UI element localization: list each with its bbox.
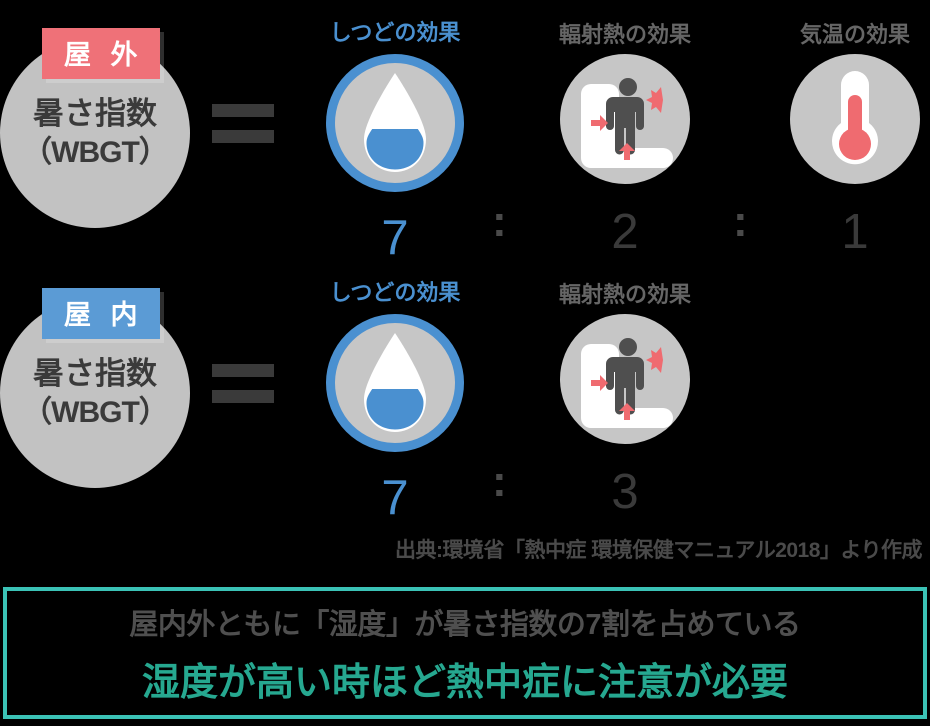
factor-radiant-outdoor: 輻射熱の効果 [540, 24, 710, 257]
factor-humidity-indoor: しつどの効果 7 [310, 282, 480, 523]
wbgt-label-line1: 暑さ指数 [33, 355, 157, 391]
factor-label: 輻射熱の効果 [558, 282, 691, 307]
water-droplet-icon [326, 54, 464, 192]
source-note: 出典:環境省「熱中症 環境保健マニュアル2018」より作成 [395, 539, 923, 562]
callout-box: 屋内外ともに「湿度」が暑さ指数の7割を占めている 湿度が高い時ほど熱中症に注意が… [3, 587, 927, 719]
callout-line-2: 湿度が高い時ほど熱中症に注意が必要 [141, 661, 788, 704]
factor-temperature-outdoor: 気温の効果 1 [770, 24, 930, 257]
factor-label: 輻射熱の効果 [558, 22, 691, 47]
equals-sign-outdoor [212, 104, 274, 146]
equals-bar-top [212, 104, 274, 117]
factor-radiant-indoor: 輻射熱の効果 3 [540, 284, 710, 517]
ratio-separator: : [733, 197, 748, 246]
equals-sign-indoor [212, 364, 274, 406]
icon-circle [326, 314, 464, 452]
factor-humidity-outdoor: しつどの効果 7 [310, 22, 480, 263]
callout-line-1: 屋内外ともに「湿度」が暑さ指数の7割を占めている [129, 608, 801, 641]
factor-label: しつどの効果 [329, 20, 461, 45]
factor-value: 2 [611, 205, 639, 259]
icon-circle [560, 314, 690, 444]
radiant-glyph [581, 78, 673, 168]
badge-indoor: 屋 内 [42, 288, 160, 339]
wbgt-label-line1: 暑さ指数 [33, 95, 157, 131]
icon-circle [326, 54, 464, 192]
factor-value: 1 [841, 205, 869, 259]
icon-circle [560, 54, 690, 184]
droplet-glyph [364, 73, 426, 172]
droplet-glyph [364, 333, 426, 432]
badge-outdoor: 屋 外 [42, 28, 160, 79]
wbgt-label-line2: （WBGT） [22, 135, 169, 169]
equals-bar-bottom [212, 390, 274, 403]
ratio-separator: : [492, 197, 507, 246]
factor-label: 気温の効果 [799, 22, 910, 47]
radiant-heat-person-icon [560, 54, 690, 184]
equals-bar-top [212, 364, 274, 377]
equals-bar-bottom [212, 130, 274, 143]
icon-circle [790, 54, 920, 184]
ratio-separator: : [492, 457, 507, 506]
radiant-heat-person-icon [560, 314, 690, 444]
wbgt-label-line2: （WBGT） [22, 395, 169, 429]
factor-value: 3 [611, 465, 639, 519]
factor-value: 7 [381, 471, 409, 525]
thermometer-icon [790, 54, 920, 184]
radiant-glyph [581, 338, 673, 428]
water-droplet-icon [326, 314, 464, 452]
factor-label: しつどの効果 [329, 280, 461, 305]
wbgt-block-outdoor: 暑さ指数 （WBGT） 屋 外 [0, 8, 190, 228]
factor-value: 7 [381, 211, 409, 265]
wbgt-block-indoor: 暑さ指数 （WBGT） 屋 内 [0, 268, 190, 488]
thermometer-glyph [832, 71, 878, 165]
